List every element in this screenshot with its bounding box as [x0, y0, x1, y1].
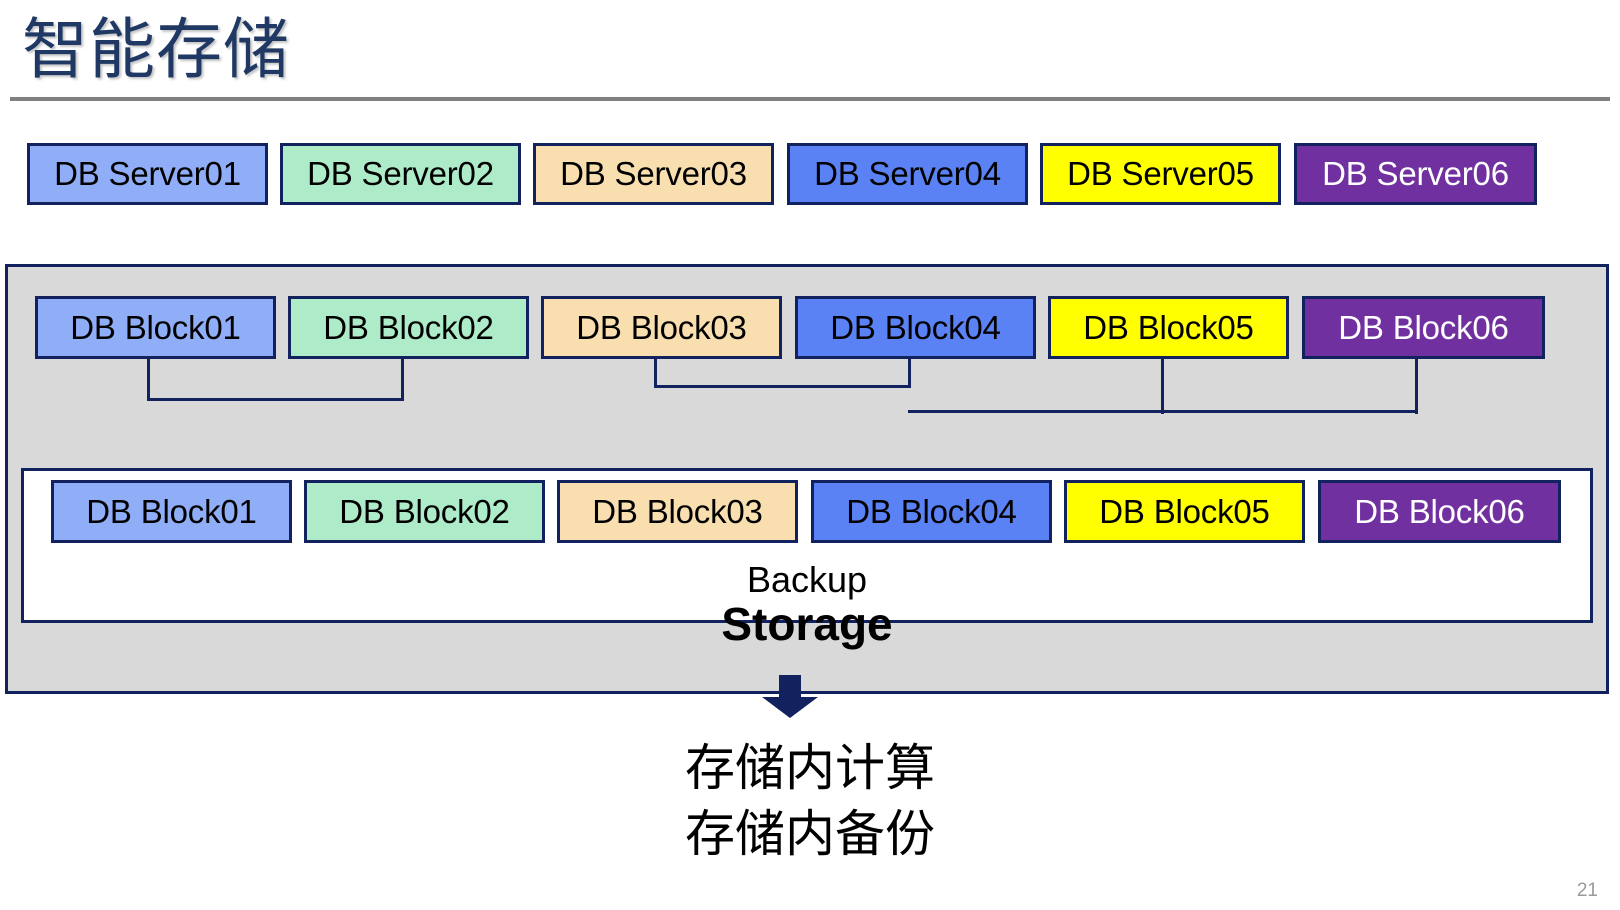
db-server-box-2[interactable]: DB Server02 [280, 143, 521, 205]
db-server-box-5[interactable]: DB Server05 [1040, 143, 1281, 205]
page-title: 智能存储 [22, 12, 290, 86]
connector-segment-8 [1415, 359, 1418, 414]
connector-segment-3 [147, 398, 404, 401]
db-block-source-box-label: DB Block04 [830, 308, 1001, 346]
db-block-backup-box-4[interactable]: DB Block04 [811, 480, 1052, 543]
backup-label: Backup [746, 559, 868, 600]
db-block-backup-box-2[interactable]: DB Block02 [304, 480, 545, 543]
db-block-source-box-label: DB Block03 [576, 308, 747, 346]
storage-label: Storage [721, 598, 893, 650]
db-server-box-label: DB Server03 [560, 155, 747, 192]
db-block-backup-box-5[interactable]: DB Block05 [1064, 480, 1305, 543]
connector-segment-1 [147, 359, 150, 400]
db-block-backup-box-6[interactable]: DB Block06 [1318, 480, 1561, 543]
db-server-box-label: DB Server01 [54, 155, 241, 192]
db-block-backup-box-3[interactable]: DB Block03 [557, 480, 798, 543]
db-block-backup-box-label: DB Block02 [339, 492, 510, 530]
db-server-box-6[interactable]: DB Server06 [1294, 143, 1537, 205]
connector-segment-6 [654, 385, 911, 388]
connector-segment-9 [908, 410, 1418, 413]
connector-segment-2 [401, 359, 404, 400]
db-block-source-box-label: DB Block05 [1083, 308, 1254, 346]
db-server-box-1[interactable]: DB Server01 [27, 143, 268, 205]
db-block-source-box-1[interactable]: DB Block01 [35, 296, 276, 359]
db-block-source-box-5[interactable]: DB Block05 [1048, 296, 1289, 359]
db-block-source-box-4[interactable]: DB Block04 [795, 296, 1036, 359]
slide-caption: 存储内计算存储内备份 [0, 735, 1620, 867]
down-arrow-icon [761, 675, 819, 719]
db-block-source-box-label: DB Block06 [1338, 308, 1509, 346]
db-server-box-label: DB Server02 [307, 155, 494, 192]
db-block-backup-box-label: DB Block01 [86, 492, 257, 530]
db-server-box-label: DB Server05 [1067, 155, 1254, 192]
connector-segment-7 [1161, 359, 1164, 414]
caption-line-2: 存储内备份 [685, 806, 935, 862]
page-number: 21 [1576, 880, 1598, 901]
db-block-source-box-label: DB Block02 [323, 308, 494, 346]
db-block-backup-box-1[interactable]: DB Block01 [51, 480, 292, 543]
backup-panel: DB Block01 DB Block02 DB Block03 DB Block04… [21, 468, 1593, 623]
db-block-source-box-6[interactable]: DB Block06 [1302, 296, 1545, 359]
db-server-box-4[interactable]: DB Server04 [787, 143, 1028, 205]
connector-segment-4 [654, 359, 657, 387]
db-block-source-box-2[interactable]: DB Block02 [288, 296, 529, 359]
db-block-backup-box-label: DB Block03 [592, 492, 763, 530]
connector-segment-5 [908, 359, 911, 387]
db-block-backup-box-label: DB Block06 [1354, 492, 1525, 530]
db-block-source-box-3[interactable]: DB Block03 [541, 296, 782, 359]
db-server-box-label: DB Server04 [814, 155, 1001, 192]
db-block-backup-box-label: DB Block04 [846, 492, 1017, 530]
db-block-source-box-label: DB Block01 [70, 308, 241, 346]
db-server-box-3[interactable]: DB Server03 [533, 143, 774, 205]
db-server-box-label: DB Server06 [1322, 155, 1509, 192]
storage-container: DB Block01 DB Block02 DB Block03 DB Block04… [5, 264, 1609, 718]
caption-line-1: 存储内计算 [685, 740, 935, 796]
db-block-backup-box-label: DB Block05 [1099, 492, 1270, 530]
title-divider [10, 97, 1610, 101]
